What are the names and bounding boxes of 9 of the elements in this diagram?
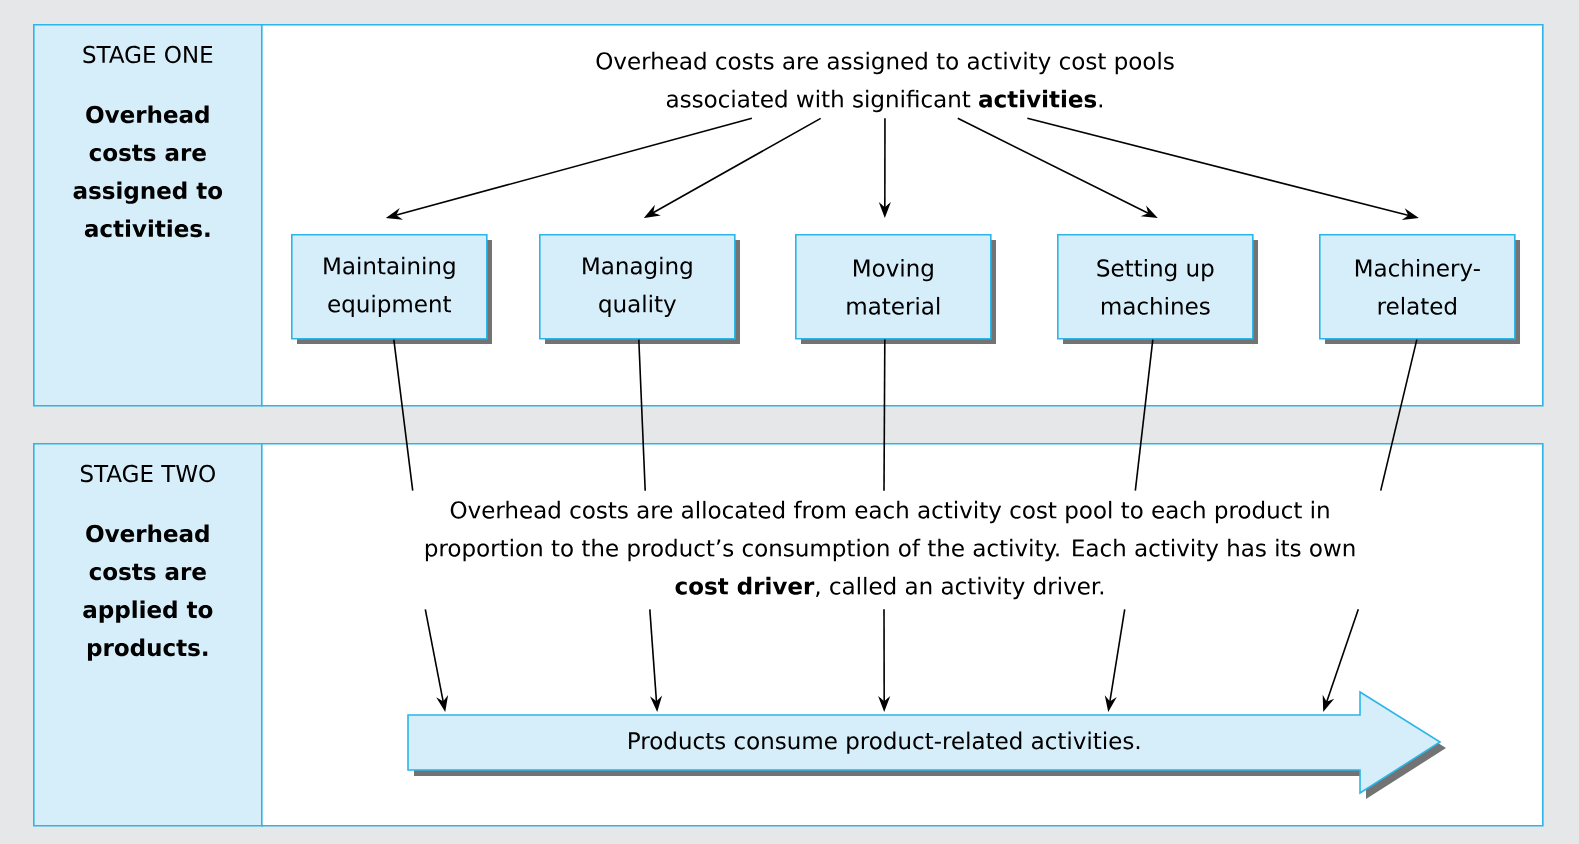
stage-panel: STAGE TWO Overhead costs are applied to products. <box>33 443 263 827</box>
activity-box: Moving material <box>795 234 996 344</box>
description-text: Overhead costs are assigned to activity cost pools associated with significant activities. <box>596 51 1174 113</box>
stage-panel: STAGE ONE Overhead costs are assigned to activities. <box>33 24 263 407</box>
activity-box: Machinery-related <box>1319 234 1520 344</box>
activity-box: Maintaining equipment <box>291 234 492 344</box>
description-text: Overhead costs are allocated from each activity cost pool to each product in proportion to the product’s consumption of the activity. Each activity has its own cost driver, called an activity driver. <box>425 500 1355 600</box>
activity-box: Setting up machines <box>1057 234 1258 344</box>
activity-box: Managing quality <box>539 234 740 344</box>
